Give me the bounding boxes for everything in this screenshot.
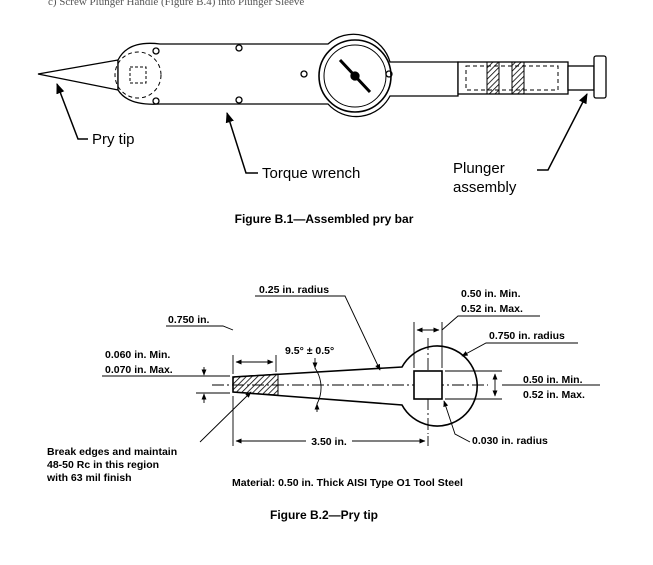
edges-note-line3: with 63 mil finish (46, 472, 132, 484)
tip-min-label: 0.060 in. Min. (105, 349, 170, 361)
hole-max-label: 0.52 in. Max. (523, 389, 585, 401)
figure-b2-caption: Figure B.2—Pry tip (270, 508, 378, 522)
material-note: Material: 0.50 in. Thick AISI Type O1 To… (232, 477, 463, 489)
tip-max-label: 0.070 in. Max. (105, 364, 173, 376)
pry-tip-label: Pry tip (92, 131, 135, 148)
radius-0750-label: 0.750 in. radius (489, 330, 565, 342)
plunger-label-line2: assembly (453, 179, 517, 196)
pry-tip-drawing (212, 338, 488, 434)
step-text: c) Screw Plunger Handle (Figure B.4) int… (48, 0, 304, 8)
radius-0030-label: 0.030 in. radius (472, 435, 548, 447)
plunger-label-line1: Plunger (453, 160, 505, 177)
edges-note-line2: 48-50 Rc in this region (47, 459, 159, 471)
length-0750-label: 0.750 in. (168, 314, 210, 326)
assembled-pry-bar (37, 33, 607, 118)
torque-wrench-label: Torque wrench (262, 165, 360, 182)
b2-dimension-lines (102, 295, 600, 446)
b1-leaders (56, 83, 588, 174)
edges-note-line1: Break edges and maintain (47, 446, 177, 458)
figure-b1-caption: Figure B.1—Assembled pry bar (235, 212, 414, 226)
hole-min-label: 0.50 in. Min. (523, 374, 583, 386)
angle-label: 9.5° ± 0.5° (285, 345, 334, 357)
square-max-label: 0.52 in. Max. (461, 303, 523, 315)
length-350-label: 3.50 in. (311, 436, 347, 448)
radius-025-label: 0.25 in. radius (259, 284, 329, 296)
square-min-label: 0.50 in. Min. (461, 288, 521, 300)
